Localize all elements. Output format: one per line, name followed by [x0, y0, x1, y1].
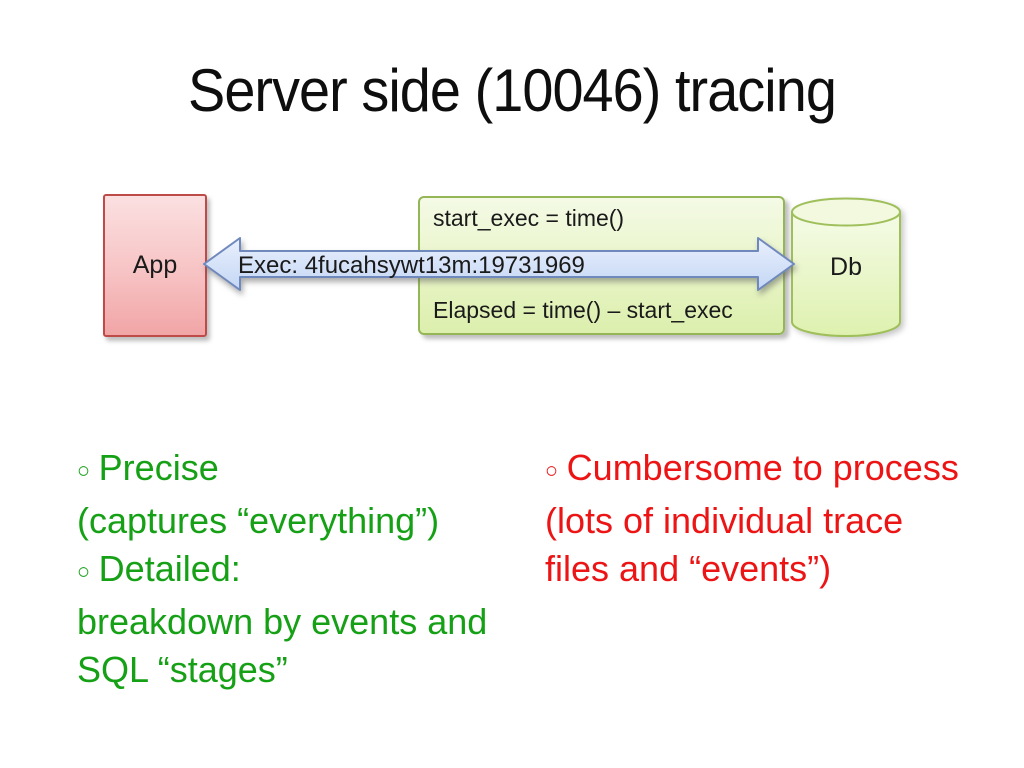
- list-item: ○ Cumbersome to process: [545, 444, 959, 497]
- list-item: (captures “everything”): [77, 497, 487, 545]
- app-box: App: [103, 194, 207, 337]
- list-item: files and “events”): [545, 545, 959, 593]
- list-item: ○ Detailed:: [77, 545, 487, 598]
- circle-bullet-icon: ○: [545, 457, 559, 483]
- arrow-label: Exec: 4fucahsywt13m:19731969: [238, 252, 585, 279]
- db-label: Db: [830, 253, 862, 281]
- list-item-text: Precise: [98, 447, 219, 488]
- circle-bullet-icon: ○: [77, 457, 91, 483]
- list-item: ○ Precise: [77, 444, 487, 497]
- list-item-text: (lots of individual trace: [545, 500, 904, 541]
- slide-title: Server side (10046) tracing: [188, 57, 837, 124]
- circle-bullet-icon: ○: [77, 558, 91, 584]
- list-item-text: (captures “everything”): [77, 500, 440, 541]
- list-item: SQL “stages”: [77, 646, 487, 694]
- cons-list: ○ Cumbersome to process (lots of individu…: [545, 444, 959, 593]
- pros-list: ○ Precise (captures “everything”) ○ Detail…: [77, 444, 487, 694]
- timer-start-label: start_exec = time(): [433, 205, 625, 231]
- database-cylinder-icon: [791, 197, 901, 338]
- list-item: breakdown by events and: [77, 598, 487, 646]
- list-item-text: files and “events”): [545, 548, 832, 589]
- list-item-text: breakdown by events and: [77, 601, 488, 642]
- list-item: (lots of individual trace: [545, 497, 959, 545]
- exec-arrow-icon: [203, 237, 795, 291]
- list-item-text: SQL “stages”: [77, 649, 288, 690]
- timer-elapsed-label: Elapsed = time() – start_exec: [433, 297, 733, 323]
- app-label: App: [132, 251, 178, 279]
- list-item-text: Detailed:: [98, 548, 241, 589]
- list-item-text: Cumbersome to process: [566, 447, 959, 488]
